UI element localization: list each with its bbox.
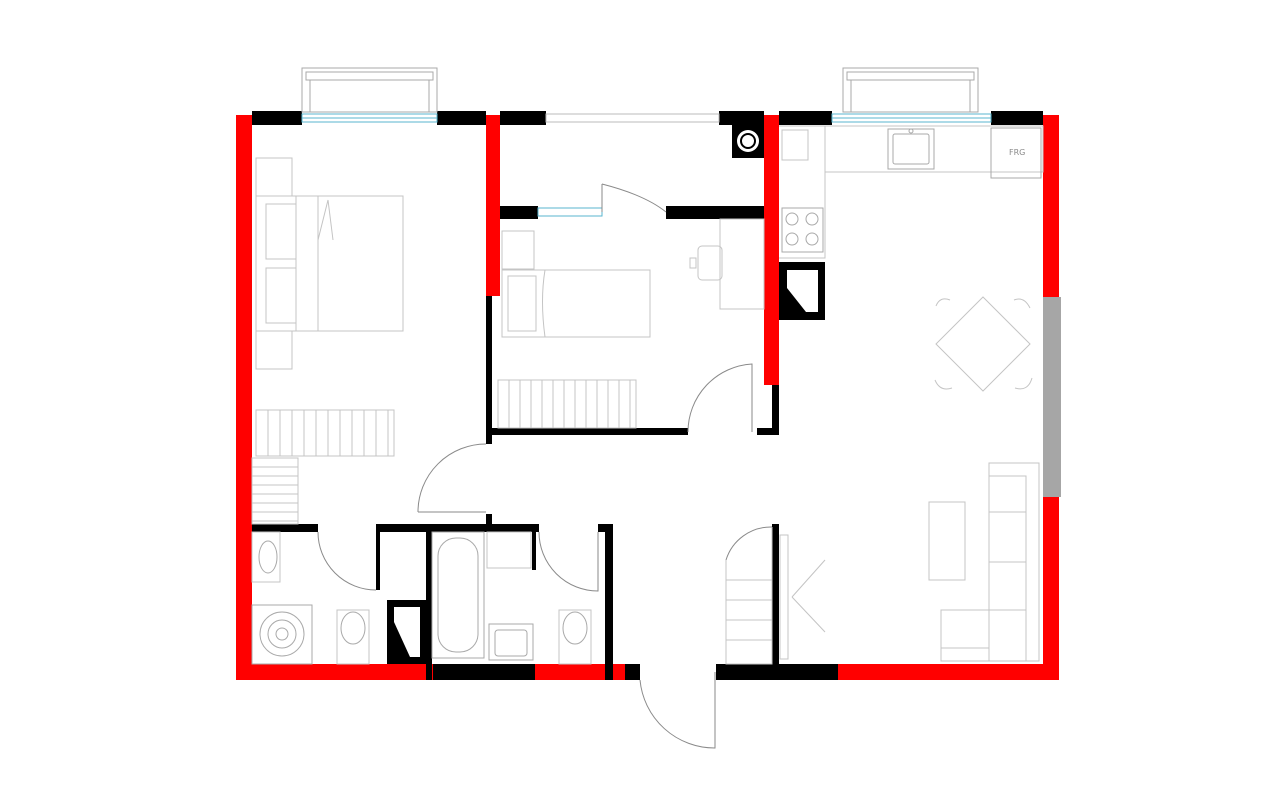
- stove: [781, 207, 824, 253]
- study-wall-right: [666, 206, 764, 219]
- fridge-label: FRG: [1009, 148, 1025, 157]
- sink: [887, 128, 935, 170]
- wardrobe-study: [497, 379, 637, 429]
- wall-east-upper: [1043, 115, 1059, 297]
- washing-machine: [251, 604, 313, 665]
- toilet-2: [558, 609, 592, 665]
- stair-wall: [772, 524, 779, 680]
- double-bed: [295, 195, 404, 332]
- windows: [301, 113, 992, 217]
- wardrobe-top: [255, 157, 293, 197]
- kitchen-counter: [779, 125, 1044, 259]
- south-wall-bath: [433, 664, 535, 680]
- wall-east-lower: [1043, 497, 1059, 680]
- washbasin-1: [251, 531, 281, 583]
- fridge: [990, 127, 1042, 179]
- door-bath-2: [538, 531, 599, 592]
- closet-wall-bottom: [757, 428, 779, 435]
- exterior-walls: [236, 115, 1059, 680]
- bath-wall-top-left: [252, 524, 318, 532]
- wardrobe-hatched-2: [251, 457, 299, 525]
- north-wall-seg-2: [437, 111, 486, 125]
- coffee-table: [928, 501, 966, 581]
- north-wall-seg-4: [719, 111, 764, 125]
- pillow-1: [265, 203, 297, 260]
- hall-stub: [486, 514, 492, 524]
- bath-divider-3: [605, 524, 613, 680]
- wall-kitchen-divider: [764, 115, 779, 385]
- stairs: [725, 527, 826, 665]
- door-swings: [317, 183, 773, 749]
- closet-wall-right: [772, 385, 779, 435]
- wardrobe-bottom: [255, 330, 293, 370]
- wall-bedroom-divider: [486, 115, 500, 296]
- bath-door-jamb: [376, 532, 380, 590]
- single-bed: [501, 269, 651, 338]
- kitchen-furniture: FRG: [779, 125, 1044, 662]
- wall-west: [236, 115, 252, 680]
- shafts: [387, 125, 825, 664]
- window-study: [545, 113, 720, 123]
- desk: [719, 218, 765, 310]
- south-wall-entry-left: [625, 664, 640, 680]
- wall-south-west: [236, 664, 433, 680]
- bath-divider-2: [532, 532, 536, 570]
- dining-table: [934, 296, 1033, 392]
- bedroom2-wall-west: [486, 296, 492, 444]
- bed-pillow: [507, 275, 537, 332]
- door-stair: [725, 526, 773, 561]
- toilet-1: [336, 609, 370, 665]
- bedroom2-wall-south: [486, 428, 688, 435]
- shelf-unit: [501, 230, 535, 270]
- pillow-2: [265, 267, 297, 324]
- study-wall-left: [500, 206, 538, 219]
- north-wall-seg-3: [500, 111, 546, 125]
- door-closet: [687, 363, 753, 433]
- balcony-railings: [301, 67, 979, 113]
- door-study: [601, 183, 667, 213]
- appliance: [781, 129, 809, 161]
- wardrobe-hatched: [255, 409, 395, 457]
- north-wall-seg-6: [991, 111, 1043, 125]
- door-entry: [639, 672, 716, 749]
- bath-cabinet: [486, 531, 532, 569]
- bath-wall-top-right: [376, 524, 539, 532]
- glass-partition: [1043, 297, 1061, 497]
- nightstand-1: [255, 195, 297, 332]
- washbasin-2: [488, 623, 534, 661]
- study-furniture: [497, 218, 765, 429]
- door-bath-1: [317, 531, 377, 591]
- bathroom-fixtures: [251, 531, 592, 665]
- wall-south-bath: [535, 664, 625, 680]
- bathtub: [431, 531, 485, 659]
- window-study-internal: [537, 207, 603, 217]
- north-wall-seg-5: [779, 111, 832, 125]
- wall-south-east: [838, 664, 1058, 680]
- bath-divider-1: [426, 532, 432, 680]
- sofa: [940, 462, 1040, 662]
- north-wall-seg-1: [252, 111, 302, 125]
- railing-kitchen: [842, 67, 979, 113]
- door-hall: [417, 443, 487, 513]
- interior-walls: [252, 111, 1043, 680]
- bedroom-furniture: [251, 157, 404, 525]
- railing-bedroom: [301, 67, 438, 113]
- desk-chair: [697, 245, 723, 281]
